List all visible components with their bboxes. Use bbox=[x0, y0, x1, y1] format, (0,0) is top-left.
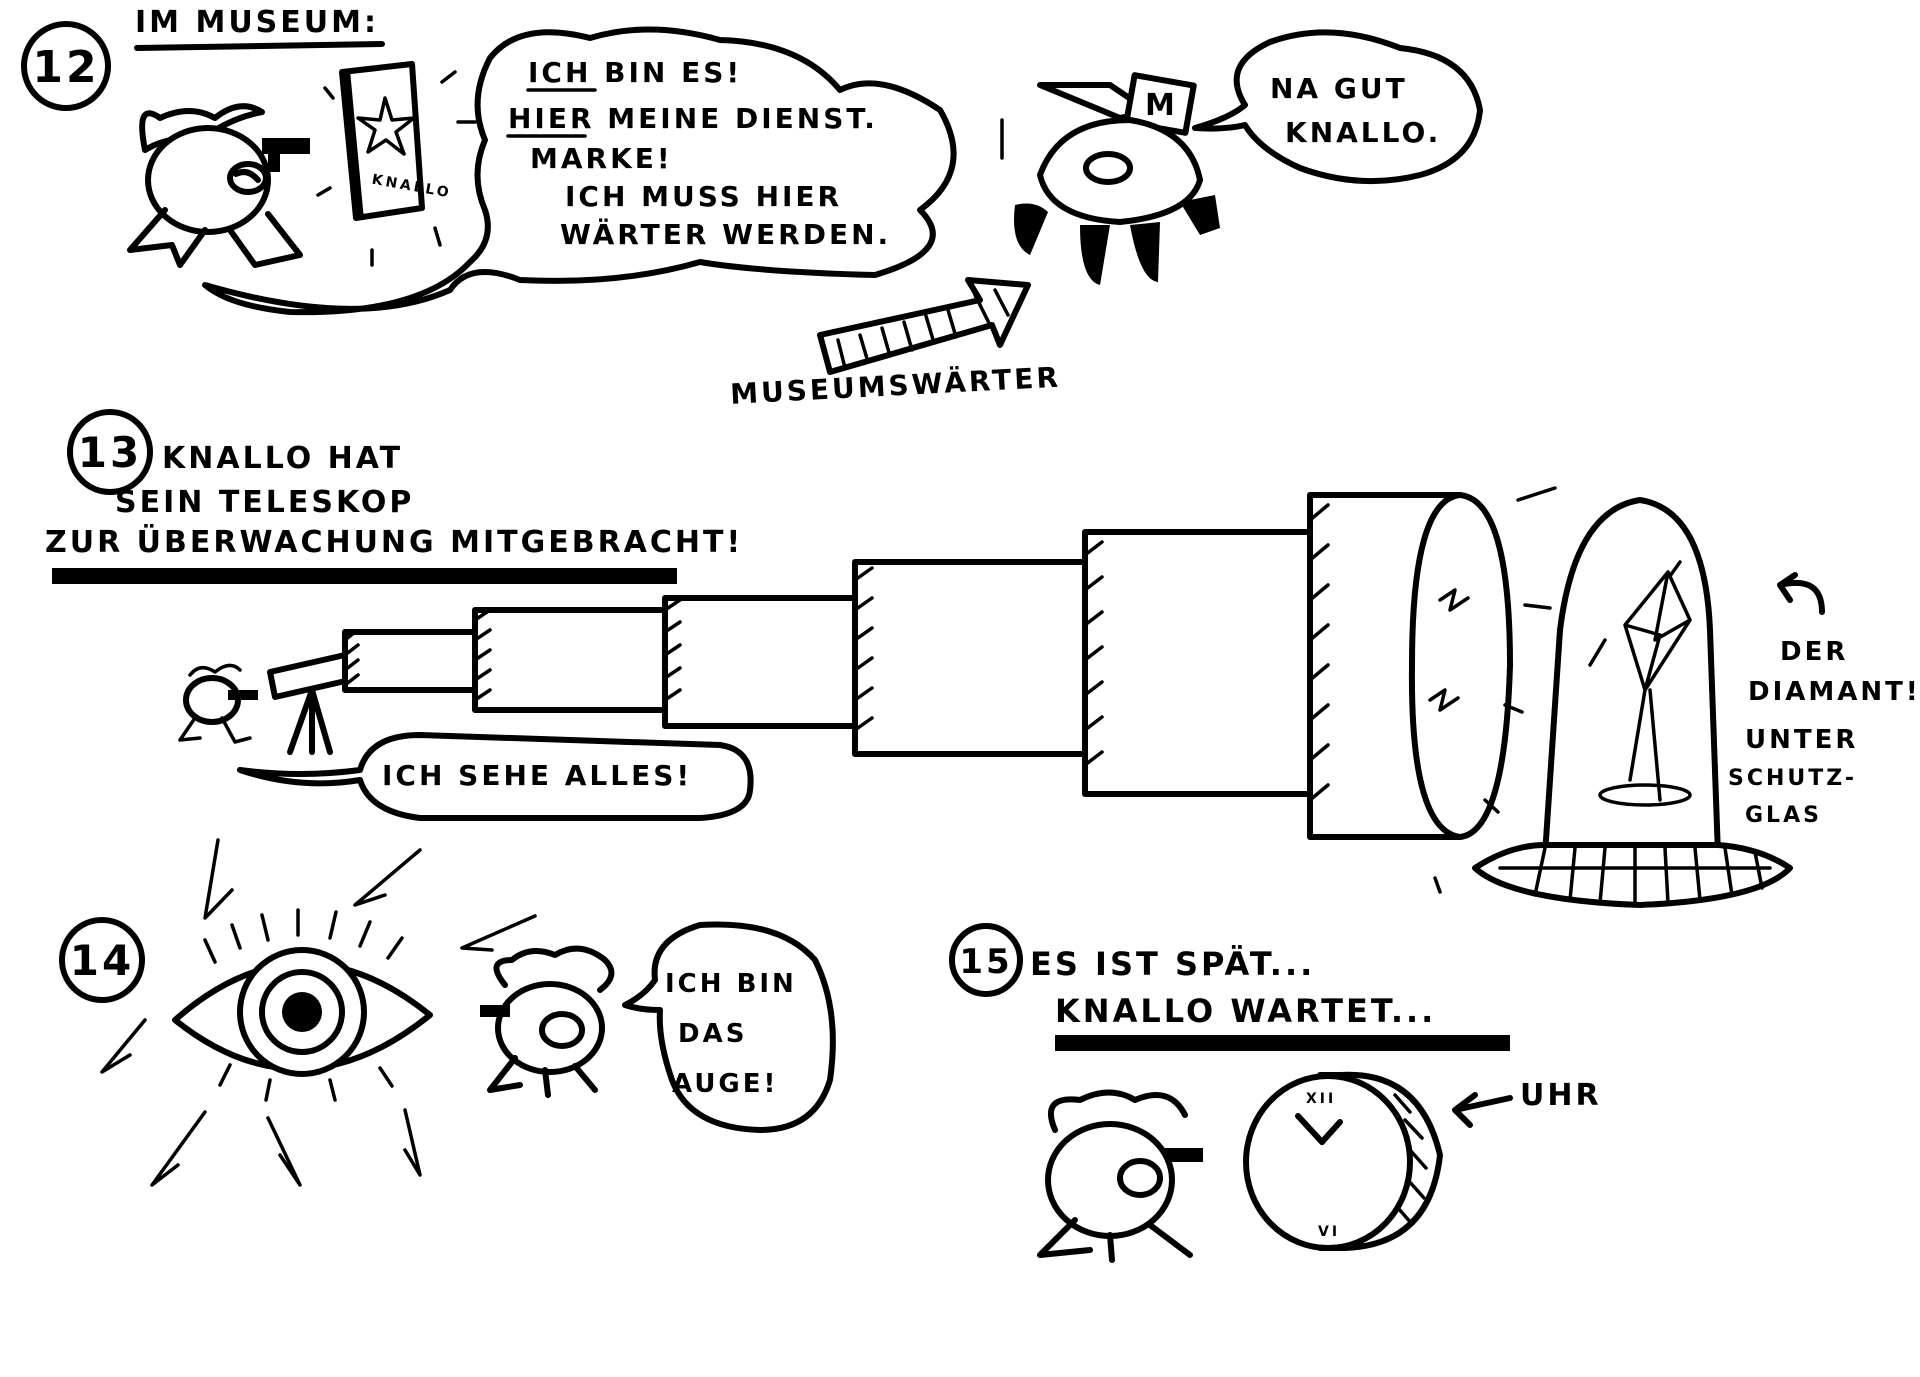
panel-number-circle bbox=[67, 409, 153, 495]
curved-arrow-icon bbox=[1777, 572, 1825, 615]
caption-line-2: SEIN TELESKOP bbox=[115, 485, 414, 520]
guard-label: MUSEUMSWÄRTER bbox=[729, 360, 1061, 411]
guard-cap-letter: M bbox=[1145, 88, 1178, 123]
panel-number: 14 bbox=[70, 936, 134, 985]
arrow-icon bbox=[1452, 1092, 1513, 1128]
knallo-character bbox=[1037, 1089, 1203, 1263]
speech-text: ICH BIN ES! HIER MEINE DIENST. MARKE! IC… bbox=[506, 56, 891, 251]
speech-bubble bbox=[622, 921, 836, 1133]
panel-12: 12 IM MUSEUM: KNALLO bbox=[21, 5, 1483, 411]
label-line-2: DIAMANT! bbox=[1748, 677, 1920, 707]
guard-speech-line-1: NA GUT bbox=[1270, 72, 1408, 105]
svg-text:ICH MUSS HIER: ICH MUSS HIER bbox=[565, 180, 842, 213]
panel-caption: IM MUSEUM: bbox=[135, 5, 379, 40]
svg-text:HIER MEINE DIENST.: HIER MEINE DIENST. bbox=[508, 102, 878, 135]
knallo-small-character bbox=[178, 652, 353, 755]
panel-13: 13 KNALLO HAT SEIN TELESKOP ZUR ÜBERWACH… bbox=[45, 409, 1920, 908]
speech-line-2: DAS bbox=[678, 1019, 747, 1049]
panel-number-circle bbox=[59, 917, 145, 1003]
label-line-5: GLAS bbox=[1745, 803, 1822, 828]
panel-number: 15 bbox=[959, 942, 1012, 982]
panel-15: 15 ES IST SPÄT... KNALLO WARTET... XII V… bbox=[949, 923, 1602, 1263]
radiating-marks bbox=[100, 838, 537, 1187]
caption-line-1: KNALLO HAT bbox=[162, 441, 403, 476]
speech-text: ICH SEHE ALLES! bbox=[382, 759, 692, 792]
speech-bubble bbox=[237, 732, 754, 821]
svg-text:ICH BIN ES!: ICH BIN ES! bbox=[528, 56, 742, 89]
caption-underline bbox=[134, 41, 385, 51]
museum-guard-character: M bbox=[1000, 72, 1220, 285]
eye-icon bbox=[172, 908, 433, 1102]
glass-dome bbox=[1472, 497, 1793, 908]
police-badge: KNALLO bbox=[316, 61, 477, 267]
knallo-character bbox=[127, 103, 310, 268]
caption-line-2: KNALLO WARTET... bbox=[1055, 992, 1436, 1030]
panel-number-circle bbox=[21, 21, 111, 111]
panel-number: 13 bbox=[78, 428, 142, 477]
clock-mark-12: XII bbox=[1306, 1091, 1336, 1107]
panel-number-circle bbox=[949, 923, 1023, 997]
speech-line-3: AUGE! bbox=[672, 1069, 778, 1099]
sight-lines bbox=[1433, 486, 1557, 894]
telescope bbox=[342, 492, 1513, 840]
speech-bubble bbox=[202, 26, 957, 316]
svg-text:WÄRTER WERDEN.: WÄRTER WERDEN. bbox=[560, 217, 891, 251]
clock-mark-6: VI bbox=[1318, 1224, 1340, 1240]
label-line-1: DER bbox=[1780, 637, 1848, 667]
clock-label: UHR bbox=[1520, 1078, 1602, 1113]
label-line-4: SCHUTZ- bbox=[1728, 766, 1857, 791]
label-arrow-icon bbox=[817, 277, 1031, 375]
knallo-character bbox=[480, 945, 615, 1098]
panel-number: 12 bbox=[32, 42, 99, 93]
svg-text:MARKE!: MARKE! bbox=[530, 142, 673, 175]
panel-14: 14 bbox=[59, 838, 836, 1187]
caption-line-1: ES IST SPÄT... bbox=[1030, 945, 1315, 983]
clock-icon: XII VI bbox=[1243, 1071, 1443, 1251]
star-icon bbox=[356, 96, 416, 156]
caption-underline bbox=[52, 568, 677, 584]
speech-line-1: ICH BIN bbox=[665, 969, 797, 999]
caption-line-3: ZUR ÜBERWACHUNG MITGEBRACHT! bbox=[45, 523, 743, 560]
label-line-3: UNTER bbox=[1745, 725, 1858, 755]
guard-speech-bubble bbox=[1192, 29, 1483, 185]
caption-underline bbox=[1055, 1035, 1510, 1051]
guard-speech-line-2: KNALLO. bbox=[1285, 116, 1441, 149]
